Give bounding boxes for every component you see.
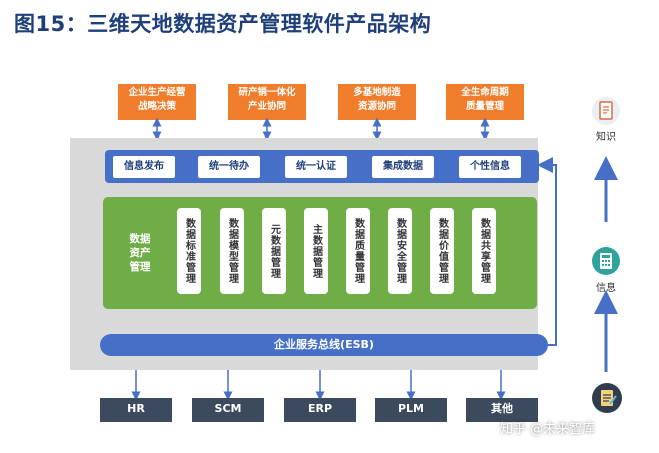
module-master-data: 主数据管理 <box>304 208 328 294</box>
system-scm: SCM <box>192 398 264 422</box>
module-data-quality: 数据质量管理 <box>346 208 370 294</box>
system-other: 其他 <box>466 398 538 422</box>
module-data-value: 数据价值管理 <box>430 208 454 294</box>
top-box-resource: 多基地制造 资源协同 <box>338 84 416 120</box>
knowledge-label: 知识 <box>596 132 616 143</box>
portal-item-info-publish: 信息发布 <box>113 156 175 178</box>
module-data-standard: 数据标准管理 <box>177 208 201 294</box>
top-box-quality: 全生命周期 质量管理 <box>446 84 524 120</box>
watermark: 知乎 @未来智库 <box>500 422 596 437</box>
data-clipboard-icon <box>591 382 623 414</box>
data-asset-label: 数据 资产 管理 <box>129 233 151 273</box>
portal-item-unified-auth: 统一认证 <box>285 156 347 178</box>
module-data-security: 数据安全管理 <box>388 208 412 294</box>
system-erp: ERP <box>284 398 356 422</box>
system-hr: HR <box>100 398 172 422</box>
figure-title: 图15：三维天地数据资产管理软件产品架构 <box>14 12 432 36</box>
top-box-industry: 研产销一体化 产业协同 <box>228 84 306 120</box>
module-data-sharing: 数据共享管理 <box>472 208 496 294</box>
module-metadata: 元数据管理 <box>262 208 286 294</box>
top-box-strategy: 企业生产经营 战略决策 <box>118 84 196 120</box>
portal-item-unified-todo: 统一待办 <box>198 156 260 178</box>
module-data-model: 数据模型管理 <box>220 208 244 294</box>
information-label: 信息 <box>596 283 616 294</box>
portal-item-integrated-data: 集成数据 <box>372 156 434 178</box>
portal-item-personal-info: 个性信息 <box>459 156 521 178</box>
esb-bar: 企业服务总线(ESB) <box>100 334 548 356</box>
information-icon <box>591 246 621 276</box>
system-plm: PLM <box>375 398 447 422</box>
knowledge-icon <box>591 96 621 126</box>
